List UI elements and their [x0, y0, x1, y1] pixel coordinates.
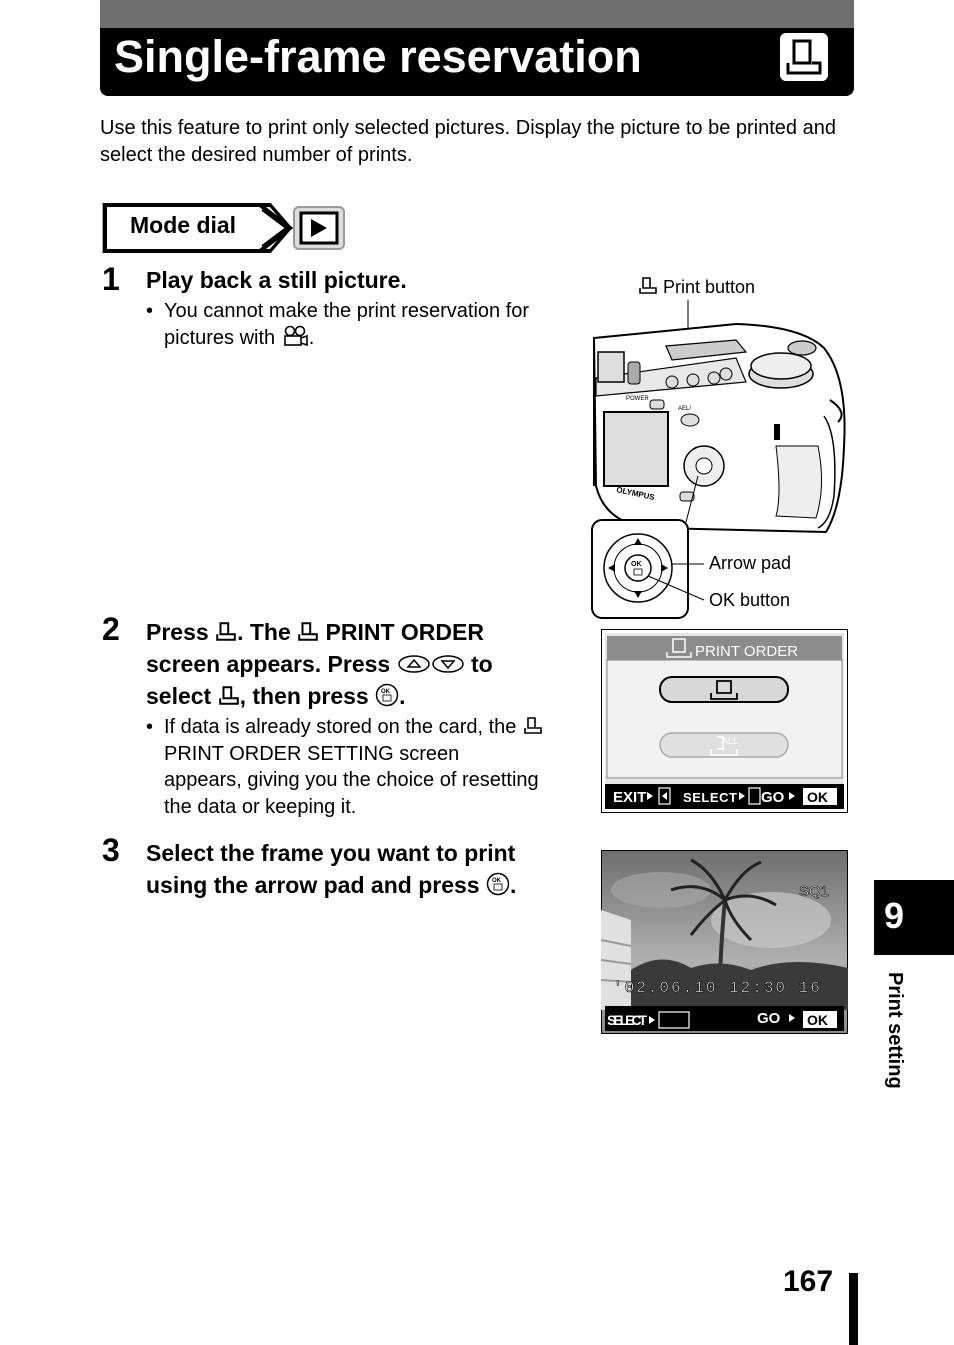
chapter-number: 9 — [884, 895, 905, 936]
print-icon — [639, 277, 657, 294]
print-order-title: PRINT ORDER — [695, 643, 798, 660]
step-2-print-order: PRINT ORDER — [325, 619, 484, 645]
header-bar — [100, 28, 854, 96]
all-print-option[interactable] — [659, 732, 789, 758]
svg-text:OK: OK — [381, 689, 391, 695]
step-2-select: select — [146, 683, 212, 709]
playback-mode-icon — [293, 206, 345, 250]
print-order-screen: PRINT ORDER ALL EXIT SELECT GO OK — [601, 629, 848, 813]
step-2-screen-appears: screen appears. Press — [146, 651, 391, 677]
all-label: ALL — [722, 736, 738, 746]
ok-button-icon: OK — [375, 683, 399, 707]
ok-button-label: OK button — [709, 590, 791, 610]
frame-select-screen: SQ1 '02.06.10 12:30 16 SELECT GO OK — [601, 850, 848, 1034]
page-title: Single-frame reservation — [114, 31, 642, 82]
datetime-label: '02.06.10 12:30 16 — [613, 979, 822, 997]
page-number-bar — [849, 1273, 858, 1345]
step-2-then-press: , then press — [239, 683, 369, 709]
power-label: POWER — [626, 396, 649, 402]
chapter-label: Print setting — [880, 972, 908, 1112]
single-print-option[interactable] — [659, 676, 789, 703]
step-2-bullet-line4: the data or keeping it. — [164, 795, 357, 818]
step-2-heading: Press . The PRINT ORDER screen appears. … — [146, 616, 586, 712]
ael-label: AEL/ — [678, 406, 691, 412]
print-button-callout: Print button — [638, 276, 755, 298]
step-2-the: . The — [237, 619, 291, 645]
step-3-heading: Select the frame you want to print using… — [146, 837, 586, 901]
mode-dial-label: Mode dial — [130, 212, 237, 238]
go-label: GO — [757, 1010, 781, 1027]
step-2-bullet-line2: PRINT ORDER SETTING screen — [164, 742, 460, 765]
print-icon — [216, 622, 236, 641]
step-1-bullet-line1: You cannot make the print reservation fo… — [164, 300, 530, 322]
step-2-bullet-line1: If data is already stored on the card, t… — [164, 716, 517, 738]
ok-key-label: OK — [807, 1012, 828, 1028]
step-2-number: 2 — [102, 611, 120, 647]
print-icon — [524, 717, 542, 734]
step-1-bullet: • You cannot make the print reservation … — [146, 300, 530, 349]
step-3-end: . — [509, 872, 517, 898]
svg-text:OK: OK — [492, 878, 502, 884]
chapter-label-text: Print setting — [884, 972, 906, 1089]
step-1-heading: Play back a still picture. — [146, 267, 407, 293]
ok-key-text: OK — [631, 561, 642, 568]
step-2-end: . — [399, 683, 406, 709]
exit-label: EXIT — [613, 789, 646, 806]
step-2-bullet-line3: appears, giving you the choice of resett… — [164, 769, 539, 791]
step-2-press: Press — [146, 619, 209, 645]
print-icon — [780, 33, 828, 81]
step-1-number: 1 — [102, 261, 120, 297]
page-number: 167 — [783, 1265, 834, 1298]
step-2-bullet: • If data is already stored on the card,… — [146, 714, 584, 820]
print-icon — [218, 686, 239, 705]
step-2-to: to — [471, 651, 493, 677]
step-3-line1: Select the frame you want to print — [146, 840, 516, 866]
step-1-bullet-line2: pictures with — [164, 326, 276, 349]
quality-label: SQ1 — [799, 883, 829, 900]
header-band — [100, 0, 854, 28]
mode-dial-badge-outline — [103, 203, 294, 253]
print-icon — [298, 622, 318, 641]
ok-key-label: OK — [807, 789, 828, 805]
camera-illustration: POWER AEL/ OLYMPUS OK — [591, 300, 846, 619]
step-3-line2: using the arrow pad and press — [146, 872, 480, 898]
select-label: SELECT — [607, 1012, 647, 1028]
movie-icon — [283, 325, 308, 346]
arrow-pad-label: Arrow pad — [709, 553, 792, 573]
step-3-number: 3 — [102, 832, 120, 868]
intro-text: Use this feature to print only selected … — [100, 117, 836, 166]
chapter-tab — [874, 880, 954, 955]
select-label: SELECT — [683, 790, 737, 805]
ok-button-icon: OK — [486, 872, 510, 896]
print-button-label: Print button — [663, 277, 756, 297]
step-1-bullet-end: . — [308, 326, 315, 349]
go-label: GO — [761, 789, 785, 806]
up-down-arrow-icon — [397, 655, 464, 673]
